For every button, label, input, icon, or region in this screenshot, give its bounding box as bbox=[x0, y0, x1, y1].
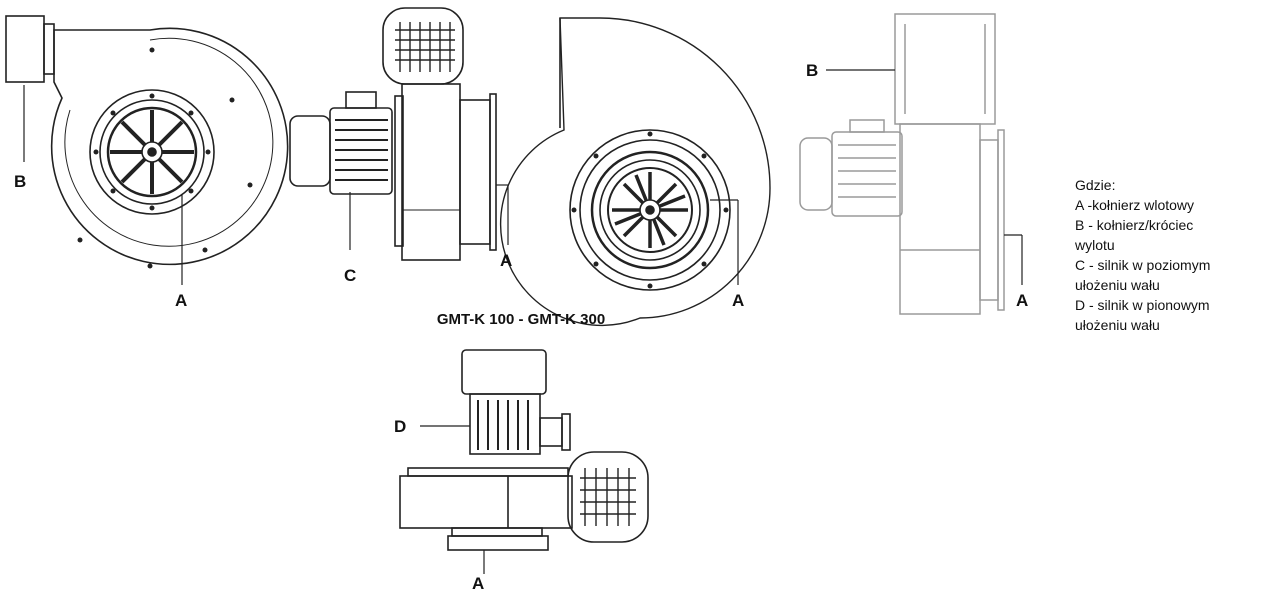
model-caption: GMT-K 100 - GMT-K 300 bbox=[436, 311, 606, 328]
view-side-horizontal bbox=[289, 7, 509, 261]
legend: Gdzie: A -kołnierz wlotowy B - kołnierz/… bbox=[1075, 175, 1260, 335]
volute-housing bbox=[50, 27, 289, 266]
callout-a-view5: A bbox=[472, 574, 484, 589]
callout-b-view1: B bbox=[14, 172, 26, 191]
outlet-grille bbox=[382, 7, 464, 85]
inlet-flange-ring bbox=[569, 129, 731, 291]
legend-line: D - silnik w pionowym bbox=[1075, 297, 1210, 313]
mount-plate bbox=[407, 467, 569, 477]
legend-line: ułożeniu wału bbox=[1075, 277, 1160, 293]
view-side-grey bbox=[799, 13, 1005, 315]
callout-c-view2: C bbox=[344, 266, 356, 285]
legend-line: B - kołnierz/króciec bbox=[1075, 217, 1194, 233]
callout-d-view5: D bbox=[394, 417, 406, 436]
view-front-inlet bbox=[499, 17, 771, 327]
motor-endcap bbox=[289, 115, 331, 187]
fan-housing bbox=[401, 83, 461, 261]
callout-b-view4: B bbox=[806, 61, 818, 80]
motor-endcap bbox=[799, 137, 833, 211]
callout-a-view3: A bbox=[732, 291, 744, 310]
legend-line: wylotu bbox=[1075, 237, 1115, 253]
callout-a-view2: A bbox=[500, 251, 512, 270]
callout-a-view1: A bbox=[175, 291, 187, 310]
view-vertical-shaft bbox=[399, 349, 649, 574]
motor-top bbox=[461, 349, 547, 395]
outlet-grille bbox=[567, 451, 649, 543]
legend-line: A -kołnierz wlotowy bbox=[1075, 197, 1195, 213]
legend-title: Gdzie: bbox=[1075, 177, 1116, 193]
fan-housing bbox=[399, 475, 573, 529]
outlet-flange bbox=[5, 15, 45, 83]
legend-line: C - silnik w poziomym bbox=[1075, 257, 1211, 273]
inlet-flange bbox=[997, 129, 1005, 311]
motor-body bbox=[469, 393, 541, 455]
inlet-flange bbox=[489, 93, 497, 251]
callout-a-view4: A bbox=[1016, 291, 1028, 310]
fan-housing bbox=[899, 123, 981, 315]
inlet-flange-ring bbox=[89, 89, 215, 215]
legend-line: ułożeniu wału bbox=[1075, 317, 1160, 333]
terminal-box bbox=[345, 91, 377, 109]
volute-housing bbox=[499, 17, 771, 327]
view-front-horizontal bbox=[5, 15, 289, 285]
inlet-flange bbox=[447, 535, 549, 551]
terminal-box bbox=[539, 417, 563, 447]
outlet-duct bbox=[894, 13, 996, 125]
